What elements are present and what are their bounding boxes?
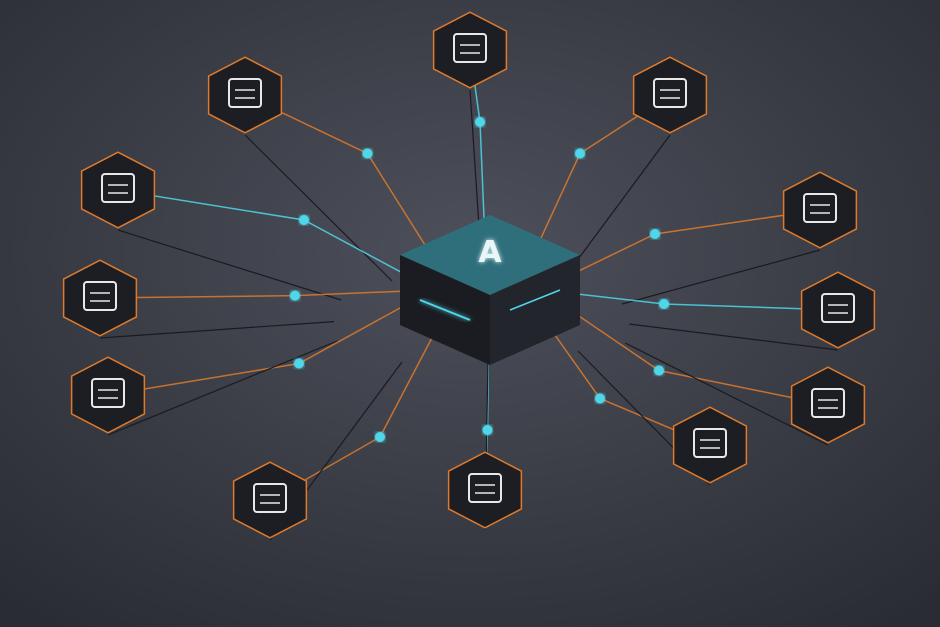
server-icon — [432, 11, 508, 89]
list-icon — [62, 259, 138, 337]
document-icon — [80, 151, 156, 229]
monitor-icon — [632, 56, 708, 134]
hub-cube: A — [400, 215, 580, 365]
connection-dot — [482, 425, 493, 435]
building-icon — [800, 271, 876, 349]
connection-line — [624, 342, 829, 446]
connection-dot — [575, 148, 585, 159]
connection-dots — [290, 117, 669, 442]
connection-line — [244, 134, 393, 282]
hub-glyph: A — [478, 235, 502, 270]
connection-dot — [475, 117, 485, 127]
chart-icon — [232, 461, 308, 539]
user-icon — [447, 451, 523, 529]
connection-line — [629, 323, 839, 351]
connection-dot — [290, 290, 300, 301]
connection-line — [621, 249, 821, 305]
device-icon — [790, 366, 866, 444]
connection-dot — [375, 432, 385, 442]
connection-dot — [659, 299, 669, 309]
connection-dot — [595, 393, 605, 404]
document-icon — [207, 56, 283, 134]
display-icon — [672, 406, 748, 484]
video-icon — [70, 356, 146, 434]
connection-line — [107, 340, 338, 436]
connection-dot — [362, 148, 373, 159]
network-nodes — [62, 11, 876, 539]
connection-line — [117, 229, 342, 301]
connection-dot — [650, 229, 660, 239]
connection-dot — [299, 215, 309, 225]
connection-dot — [654, 365, 664, 376]
connection-line — [99, 321, 335, 339]
folder-icon — [782, 171, 858, 249]
connection-dot — [294, 358, 304, 369]
